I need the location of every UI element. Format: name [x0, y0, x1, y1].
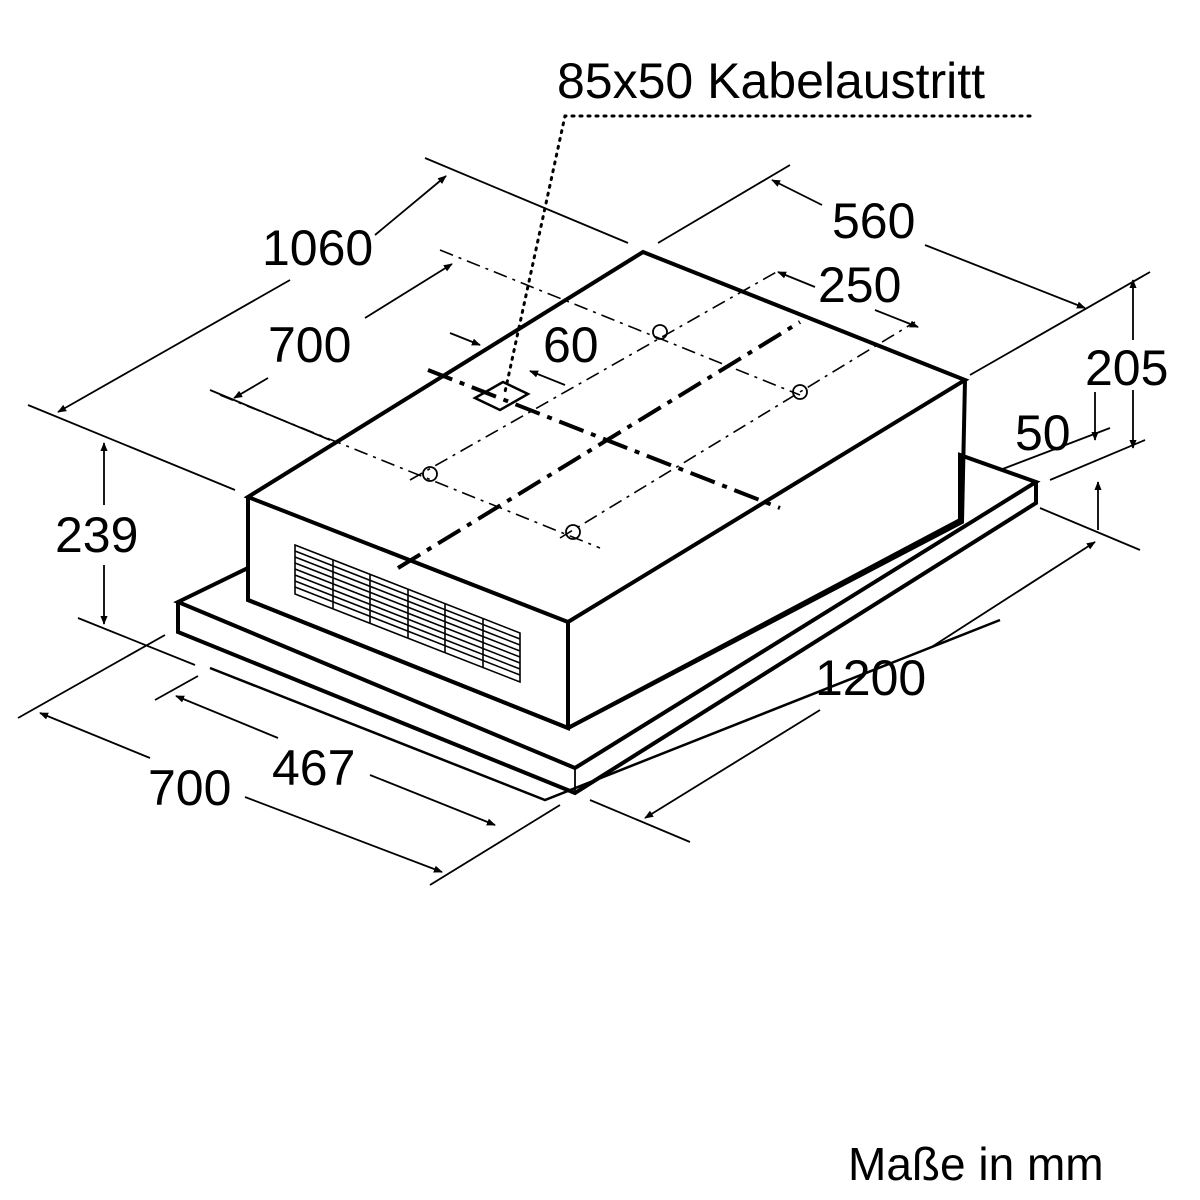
dim-line-467-a — [175, 695, 279, 739]
extension-lines — [17, 157, 1151, 886]
dim-label-1200: 1200 — [815, 650, 926, 706]
dim-line-700-top-b — [364, 263, 453, 319]
vent-grille — [294, 543, 521, 684]
units-note: Maße in mm — [848, 1138, 1104, 1190]
dim-line-1200-b — [929, 541, 1096, 649]
base-plate-top — [173, 452, 1041, 771]
mounting-hole — [652, 324, 668, 340]
chimney-box-front — [246, 497, 570, 731]
dim-label-700-bottom: 700 — [148, 760, 231, 816]
mounting-hole — [792, 384, 808, 400]
dim-label-560: 560 — [832, 193, 915, 249]
dim-label-700-top: 700 — [268, 317, 351, 373]
dim-label-60: 60 — [543, 317, 599, 373]
dim-line-560-a — [771, 179, 823, 206]
dim-line-1200-a — [644, 709, 821, 819]
hood-body — [173, 249, 1041, 802]
mounting-holes — [422, 324, 808, 540]
mounting-hole — [565, 524, 581, 540]
cable-outlet-label: 85x50 Kabelaustritt — [557, 53, 985, 109]
dimension-labels: 85x50 Kabelaustritt 1060 560 250 700 60 … — [55, 53, 1168, 1190]
dim-line-60-a — [449, 332, 481, 346]
dim-label-1060: 1060 — [262, 220, 373, 276]
chimney-box-right — [567, 379, 967, 730]
dim-line-560-b — [924, 244, 1086, 309]
dim-line-700-bottom-a — [39, 712, 151, 759]
dim-line-250-b — [874, 309, 919, 328]
extractor-tray-outline — [209, 618, 1001, 802]
cable-outlet-leader — [503, 114, 1032, 394]
dim-line-467-b — [369, 774, 496, 826]
dim-line-250-a — [777, 271, 816, 288]
dimension-lines — [39, 175, 1137, 873]
dim-line-700-bottom-b — [244, 796, 443, 873]
dim-line-1060-b — [374, 175, 447, 236]
dim-label-50: 50 — [1015, 405, 1071, 461]
dim-line-60-b — [529, 370, 566, 386]
center-lines — [219, 249, 916, 570]
dim-label-467: 467 — [272, 740, 355, 796]
cable-outlet-square — [472, 380, 531, 412]
dim-label-250: 250 — [818, 257, 901, 313]
mounting-hole — [422, 466, 438, 482]
dim-line-1060-a — [57, 279, 291, 413]
dim-line-700-top-a — [233, 377, 269, 399]
dim-label-205: 205 — [1085, 340, 1168, 396]
dim-label-239: 239 — [55, 507, 138, 563]
